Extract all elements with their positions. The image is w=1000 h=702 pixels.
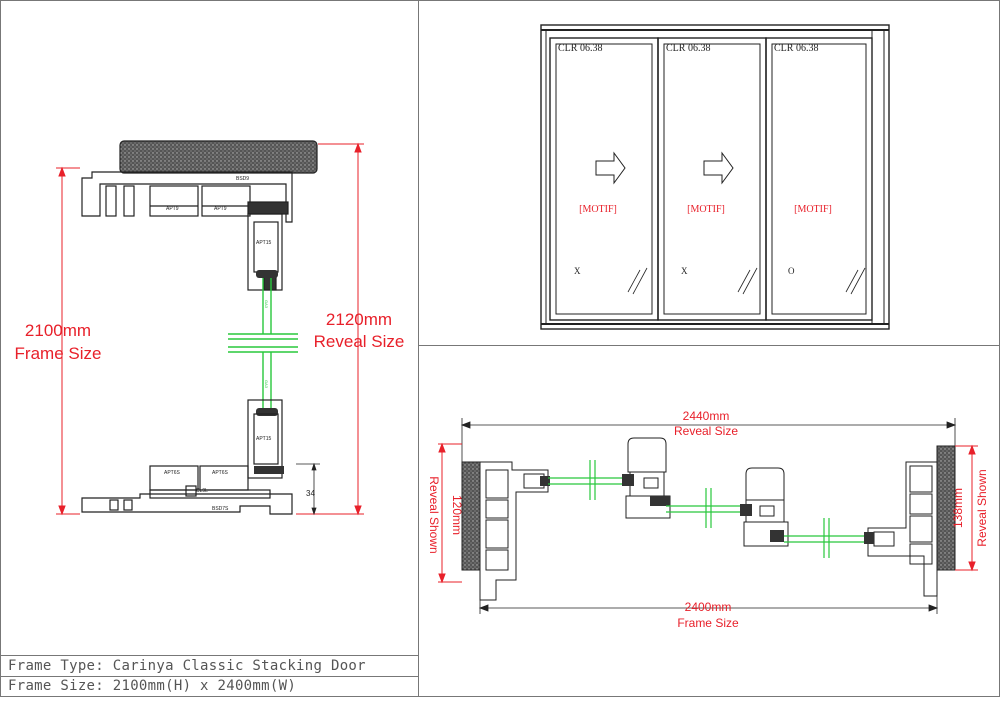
panel-1-mark: X xyxy=(574,266,581,276)
part-label-head: BSD9 xyxy=(236,176,249,182)
plan-frame-label: Frame Size xyxy=(677,616,739,630)
panel-3-clr: CLR 06.38 xyxy=(774,43,818,54)
door-elevation: CLR 06.38 [MOTIF] X CLR 06.38 [MOTIF] X … xyxy=(540,24,890,330)
left-reveal-value: 120mm xyxy=(450,495,464,535)
panel-2-glass-icon xyxy=(737,267,758,295)
door-panel-3: CLR 06.38 [MOTIF] O xyxy=(765,37,873,321)
right-reveal-dimension xyxy=(955,444,978,572)
vertical-section: BSD9 APT9 APT9 APT15 APT15 APT6S APT6S C… xyxy=(15,140,405,516)
right-reveal-value: 138mm xyxy=(951,488,965,528)
part-label-adaptor-2: APT9 xyxy=(214,206,227,212)
head-wall xyxy=(119,140,318,174)
right-reveal-label: Reveal Shown xyxy=(975,469,989,546)
part-label-glass-top: GA3 xyxy=(264,300,269,309)
title-frame-type: Frame Type: Carinya Classic Stacking Doo… xyxy=(8,658,366,674)
door-panel-2: CLR 06.38 [MOTIF] X xyxy=(657,37,767,321)
panel-1-motif: [MOTIF] xyxy=(579,204,617,215)
left-reveal-label: Reveal Shown xyxy=(427,476,441,553)
part-label-sill: BSD7S xyxy=(212,506,229,512)
left-jamb-frame xyxy=(479,461,549,601)
left-reveal-dimension xyxy=(438,442,462,584)
panel-2-motif: [MOTIF] xyxy=(687,204,725,215)
plan-reveal-label: Reveal Size xyxy=(674,424,738,438)
panel-1-clr: CLR 06.38 xyxy=(558,43,602,54)
title-frame-size: Frame Size: 2100mm(H) x 2400mm(W) xyxy=(8,678,297,694)
part-label-interlock-top: APT15 xyxy=(256,240,272,246)
head-frame xyxy=(81,171,293,291)
reveal-size-label: Reveal Size xyxy=(314,332,405,351)
plan-section: 2440mm Reveal Size 2400mm Frame Size 120… xyxy=(427,409,989,630)
panel-1-slide-arrow-icon xyxy=(595,151,626,185)
reveal-size-value: 2120mm xyxy=(326,310,392,329)
panel-2-mark: X xyxy=(681,266,688,276)
glass-pane-section xyxy=(228,270,298,416)
part-label-glass-bottom: GA3 xyxy=(264,380,269,389)
part-label-adaptor-1: APT9 xyxy=(166,206,179,212)
plan-reveal-dimension xyxy=(460,418,957,462)
part-label-track: CL9L xyxy=(196,488,208,494)
part-label-interlock-bottom: APT15 xyxy=(256,436,272,442)
right-jamb-frame xyxy=(867,461,938,597)
frame-size-label: Frame Size xyxy=(15,344,102,363)
frame-size-value: 2100mm xyxy=(25,321,91,340)
panel-1-glass-icon xyxy=(627,267,648,295)
panel-2-slide-arrow-icon xyxy=(703,151,734,185)
plan-frame-value: 2400mm xyxy=(685,600,732,614)
panel-3-glass-icon xyxy=(845,267,866,295)
reveal-size-dimension xyxy=(296,142,364,516)
plan-frame-dimension xyxy=(478,596,939,614)
panel-2-clr: CLR 06.38 xyxy=(666,43,710,54)
sill-height-value: 34 xyxy=(306,489,315,498)
frame-size-dimension xyxy=(56,166,80,516)
sill-frame xyxy=(81,399,293,515)
part-label-sill-adaptor-1: APT6S xyxy=(164,470,181,476)
panel-3-mark: O xyxy=(788,266,795,276)
door-panel-1: CLR 06.38 [MOTIF] X xyxy=(549,37,659,321)
sill-height-dimension xyxy=(296,462,320,516)
part-label-sill-adaptor-2: APT6S xyxy=(212,470,229,476)
plan-reveal-value: 2440mm xyxy=(683,409,730,423)
panel-3-motif: [MOTIF] xyxy=(794,204,832,215)
